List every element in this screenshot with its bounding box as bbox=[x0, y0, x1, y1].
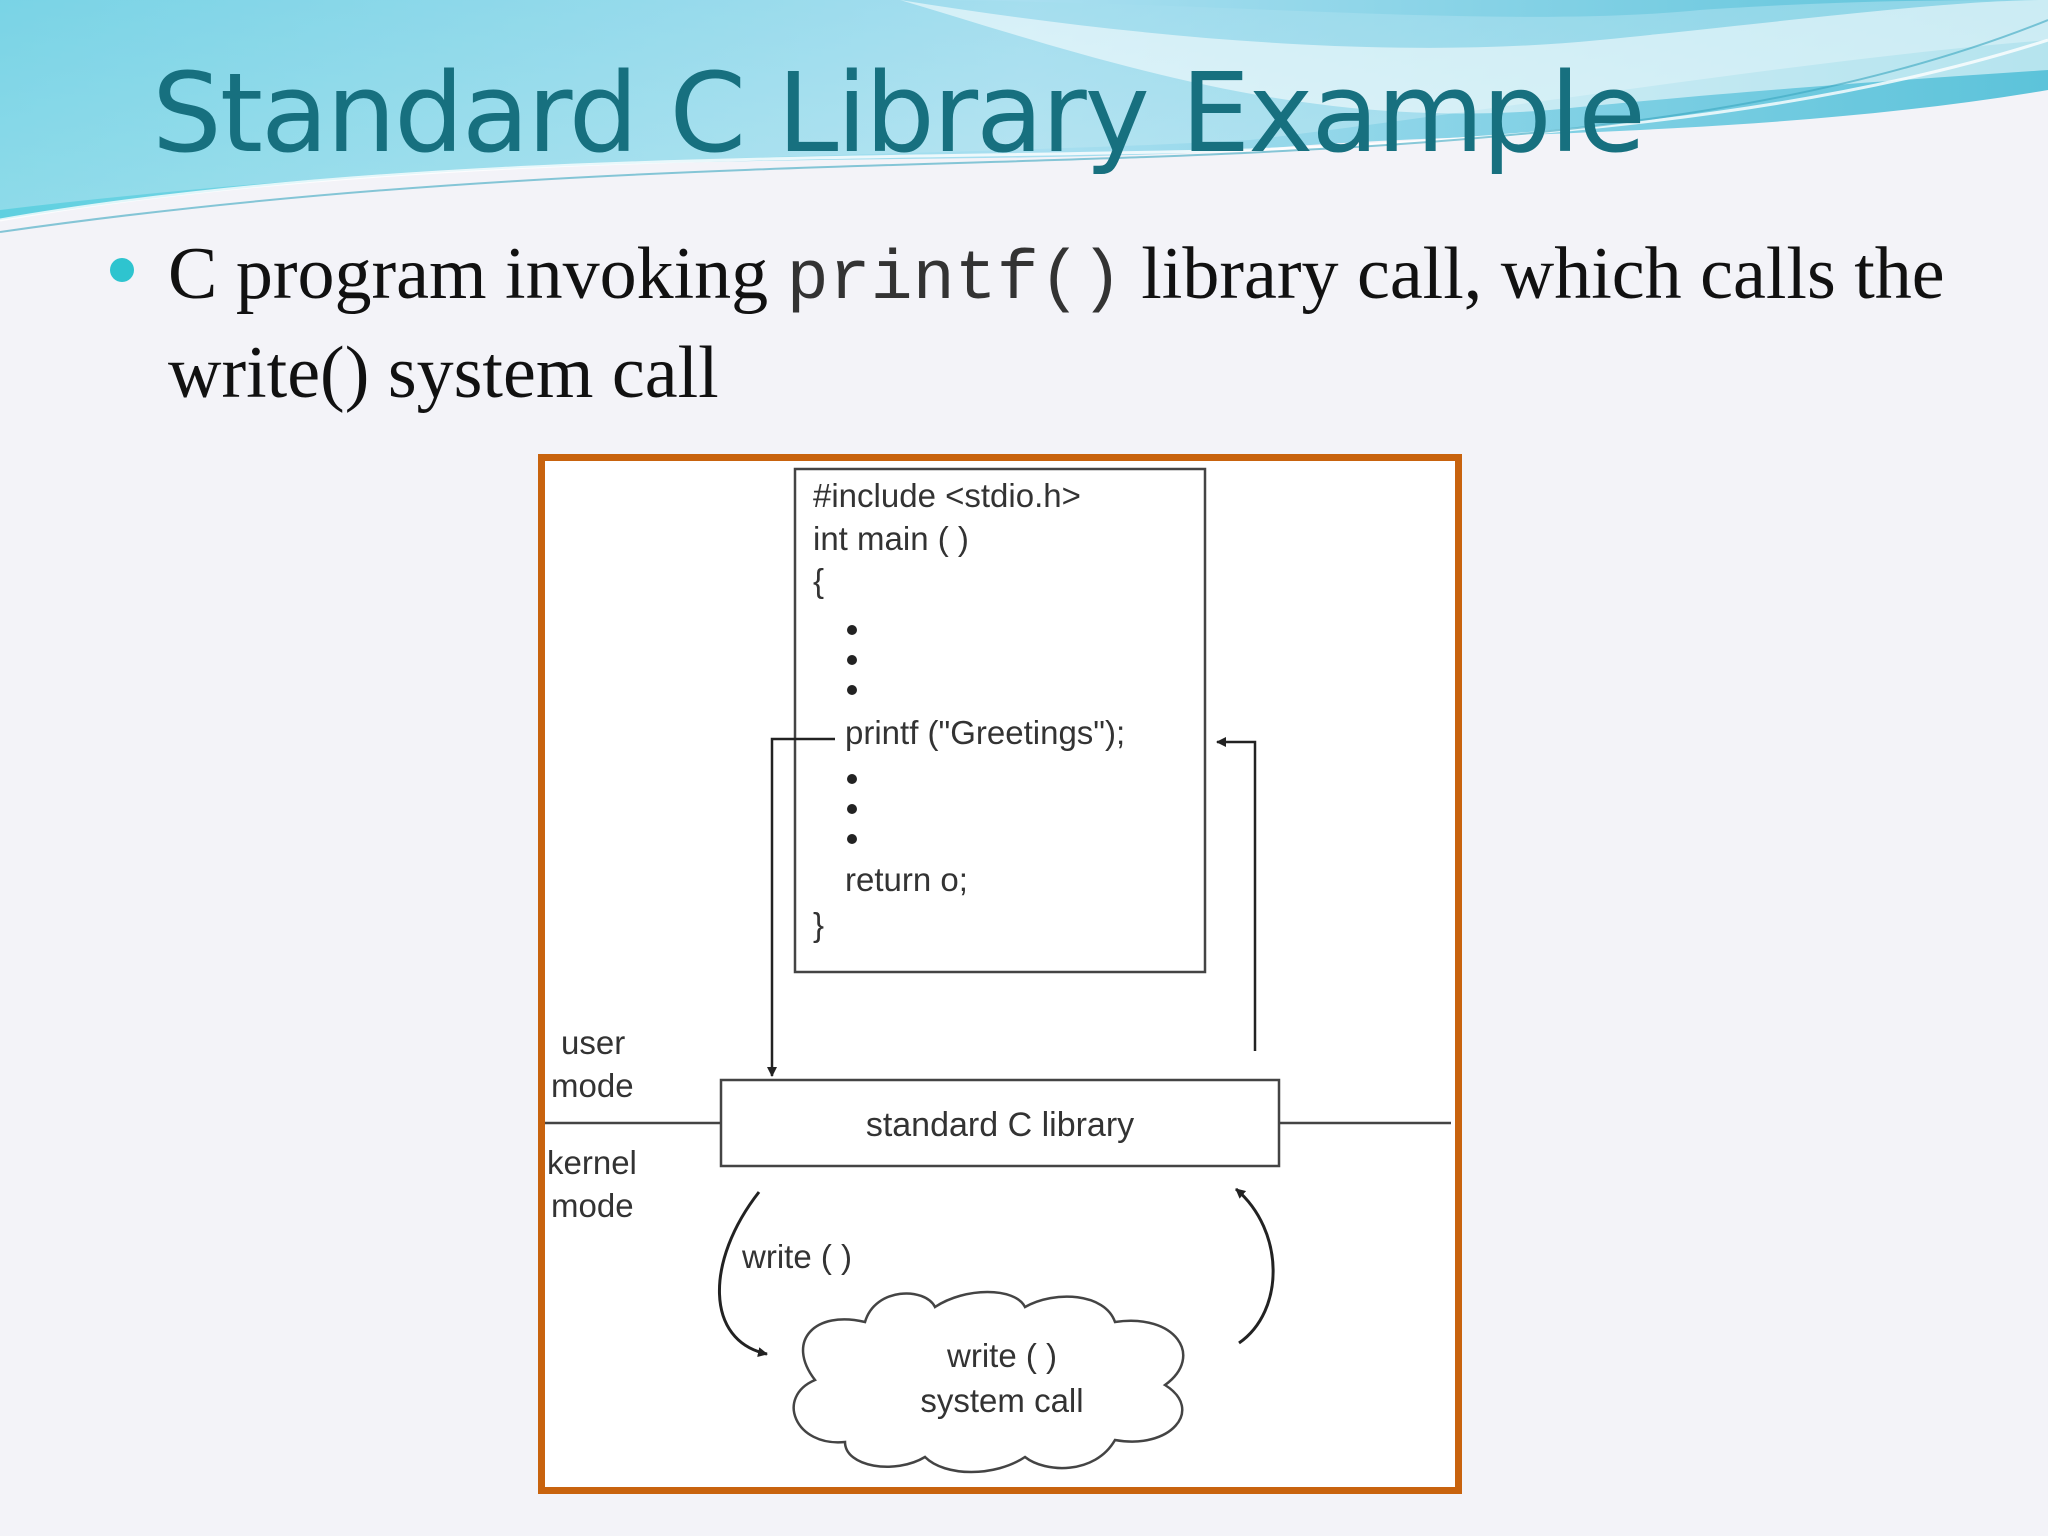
bullet-text: C program invoking printf() library call… bbox=[168, 228, 2028, 419]
ellipsis-dot bbox=[847, 774, 857, 784]
ellipsis-dot bbox=[847, 625, 857, 635]
bullet-suffix: library call, which calls the write() sy… bbox=[168, 233, 1945, 414]
system-call-label-line2: system call bbox=[920, 1382, 1083, 1419]
bullet-prefix: C program invoking bbox=[168, 233, 769, 315]
ellipsis-dot bbox=[847, 804, 857, 814]
slide-title: Standard C Library Example bbox=[152, 49, 1646, 177]
ellipsis-dot bbox=[847, 685, 857, 695]
bullet-dot-icon bbox=[110, 258, 134, 282]
code-line-printf: printf ("Greetings"); bbox=[845, 714, 1125, 751]
code-line-close-brace: } bbox=[813, 906, 824, 943]
library-label: standard C library bbox=[866, 1106, 1134, 1144]
code-line-main: int main ( ) bbox=[813, 520, 969, 557]
background-waves bbox=[0, 0, 2048, 233]
code-line-open-brace: { bbox=[813, 562, 824, 599]
figure-frame: #include <stdio.h> int main ( ) { printf… bbox=[538, 454, 1462, 1494]
ellipsis-dot bbox=[847, 834, 857, 844]
write-call-arrow bbox=[718, 1191, 768, 1358]
call-arrow bbox=[767, 737, 835, 1077]
kernel-mode-label-line1: kernel bbox=[547, 1144, 637, 1181]
code-line-return: return o; bbox=[845, 861, 968, 898]
write-call-label: write ( ) bbox=[741, 1238, 852, 1275]
code-line-include: #include <stdio.h> bbox=[813, 477, 1081, 514]
bullet-code: printf() bbox=[786, 241, 1123, 320]
program-box bbox=[793, 467, 1207, 974]
user-mode-label-line1: user bbox=[561, 1024, 625, 1061]
library-box bbox=[719, 1078, 1281, 1168]
system-call-cloud bbox=[792, 1290, 1185, 1474]
system-call-label-line1: write ( ) bbox=[946, 1337, 1057, 1374]
return-arrow bbox=[1216, 737, 1257, 1051]
system-call-diagram: #include <stdio.h> int main ( ) { printf… bbox=[545, 467, 1451, 1474]
syscall-return-arrow bbox=[1235, 1187, 1275, 1345]
ellipsis-dot bbox=[847, 655, 857, 665]
kernel-mode-label-line2: mode bbox=[551, 1187, 634, 1224]
user-mode-label-line2: mode bbox=[551, 1067, 634, 1104]
